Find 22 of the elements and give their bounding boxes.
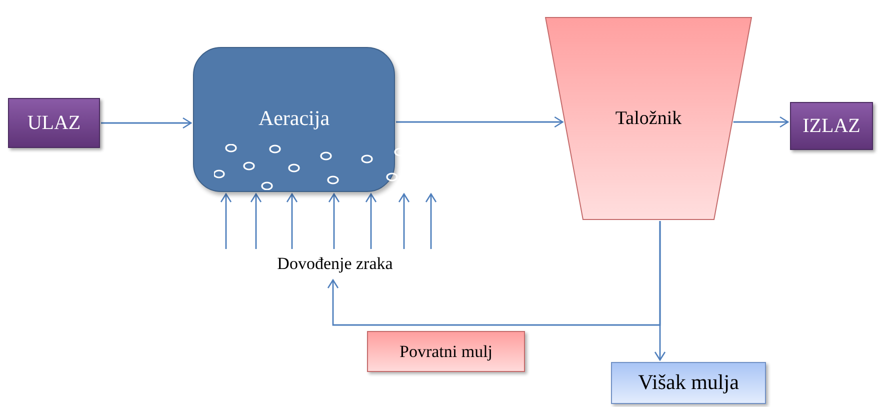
box-label: ULAZ bbox=[27, 111, 81, 136]
arrow bbox=[220, 193, 232, 249]
arrow bbox=[733, 116, 789, 128]
box-label: Aeracija bbox=[258, 105, 330, 132]
arrow bbox=[286, 193, 298, 249]
arrow bbox=[328, 193, 340, 249]
arrow bbox=[425, 193, 437, 249]
process-box bbox=[790, 102, 873, 150]
box-label: Dovođenje zraka bbox=[277, 253, 393, 276]
box-label: Povratni mulj bbox=[399, 340, 493, 363]
arrow bbox=[365, 193, 377, 249]
arrow bbox=[396, 116, 564, 128]
arrow bbox=[398, 193, 410, 249]
arrow bbox=[327, 221, 661, 326]
arrow bbox=[101, 117, 192, 129]
arrow bbox=[250, 193, 262, 249]
box-label: Taložnik bbox=[615, 107, 682, 131]
process-box bbox=[611, 362, 766, 404]
process-box bbox=[8, 98, 100, 148]
process-box bbox=[367, 331, 525, 372]
box-label: Višak mulja bbox=[638, 369, 739, 396]
box-label: IZLAZ bbox=[802, 114, 860, 139]
